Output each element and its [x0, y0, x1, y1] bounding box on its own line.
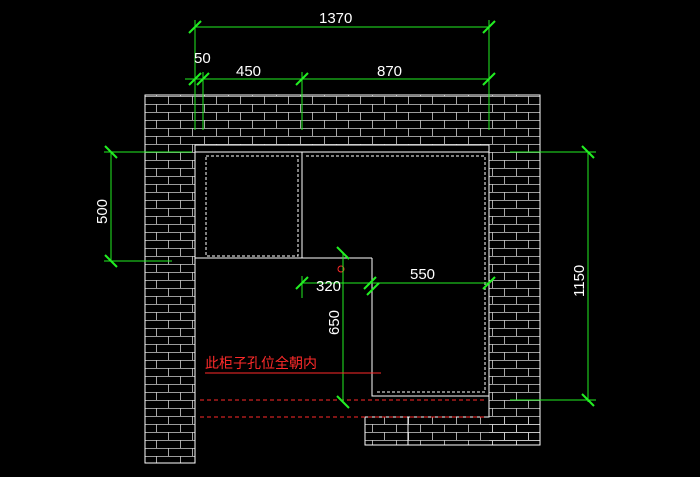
tick	[482, 20, 496, 34]
tick	[336, 395, 350, 409]
dim-label-650: 650	[326, 310, 343, 335]
dim-label-320: 320	[316, 278, 341, 295]
dim-label-1150: 1150	[571, 265, 588, 297]
hole-marker	[337, 265, 345, 273]
dim-label-500: 500	[94, 199, 111, 224]
tick	[104, 145, 118, 159]
brick-walls	[144, 94, 541, 464]
cabinet-note: 此柜子孔位全朝内	[205, 355, 317, 371]
cabinet-right	[302, 151, 490, 397]
wall-left	[145, 145, 195, 463]
dim-label-50: 50	[194, 50, 211, 67]
tick	[295, 276, 309, 290]
tick	[104, 254, 118, 268]
tick	[196, 72, 210, 86]
tick	[336, 246, 350, 260]
tick	[295, 72, 309, 86]
wall-outline	[144, 94, 541, 464]
tick	[581, 145, 595, 159]
tick	[366, 282, 380, 296]
tick	[188, 20, 202, 34]
dim-label-450: 450	[236, 63, 261, 80]
wall-right	[489, 145, 540, 445]
dimension-lines	[104, 20, 596, 409]
dim-label-1370: 1370	[319, 10, 352, 27]
cabinet-upper-left	[195, 151, 303, 259]
wall-top	[145, 95, 540, 145]
cabinet-right-inner	[306, 155, 486, 393]
tick	[482, 276, 496, 290]
cabinets	[195, 151, 490, 418]
tick	[188, 72, 202, 86]
tick	[581, 393, 595, 407]
dim-label-550: 550	[410, 266, 435, 283]
wall-bottom	[365, 417, 540, 445]
dim-label-870: 870	[377, 63, 402, 80]
tick	[482, 72, 496, 86]
tick	[363, 276, 377, 290]
cabinet-upper-left-inner	[205, 155, 299, 257]
